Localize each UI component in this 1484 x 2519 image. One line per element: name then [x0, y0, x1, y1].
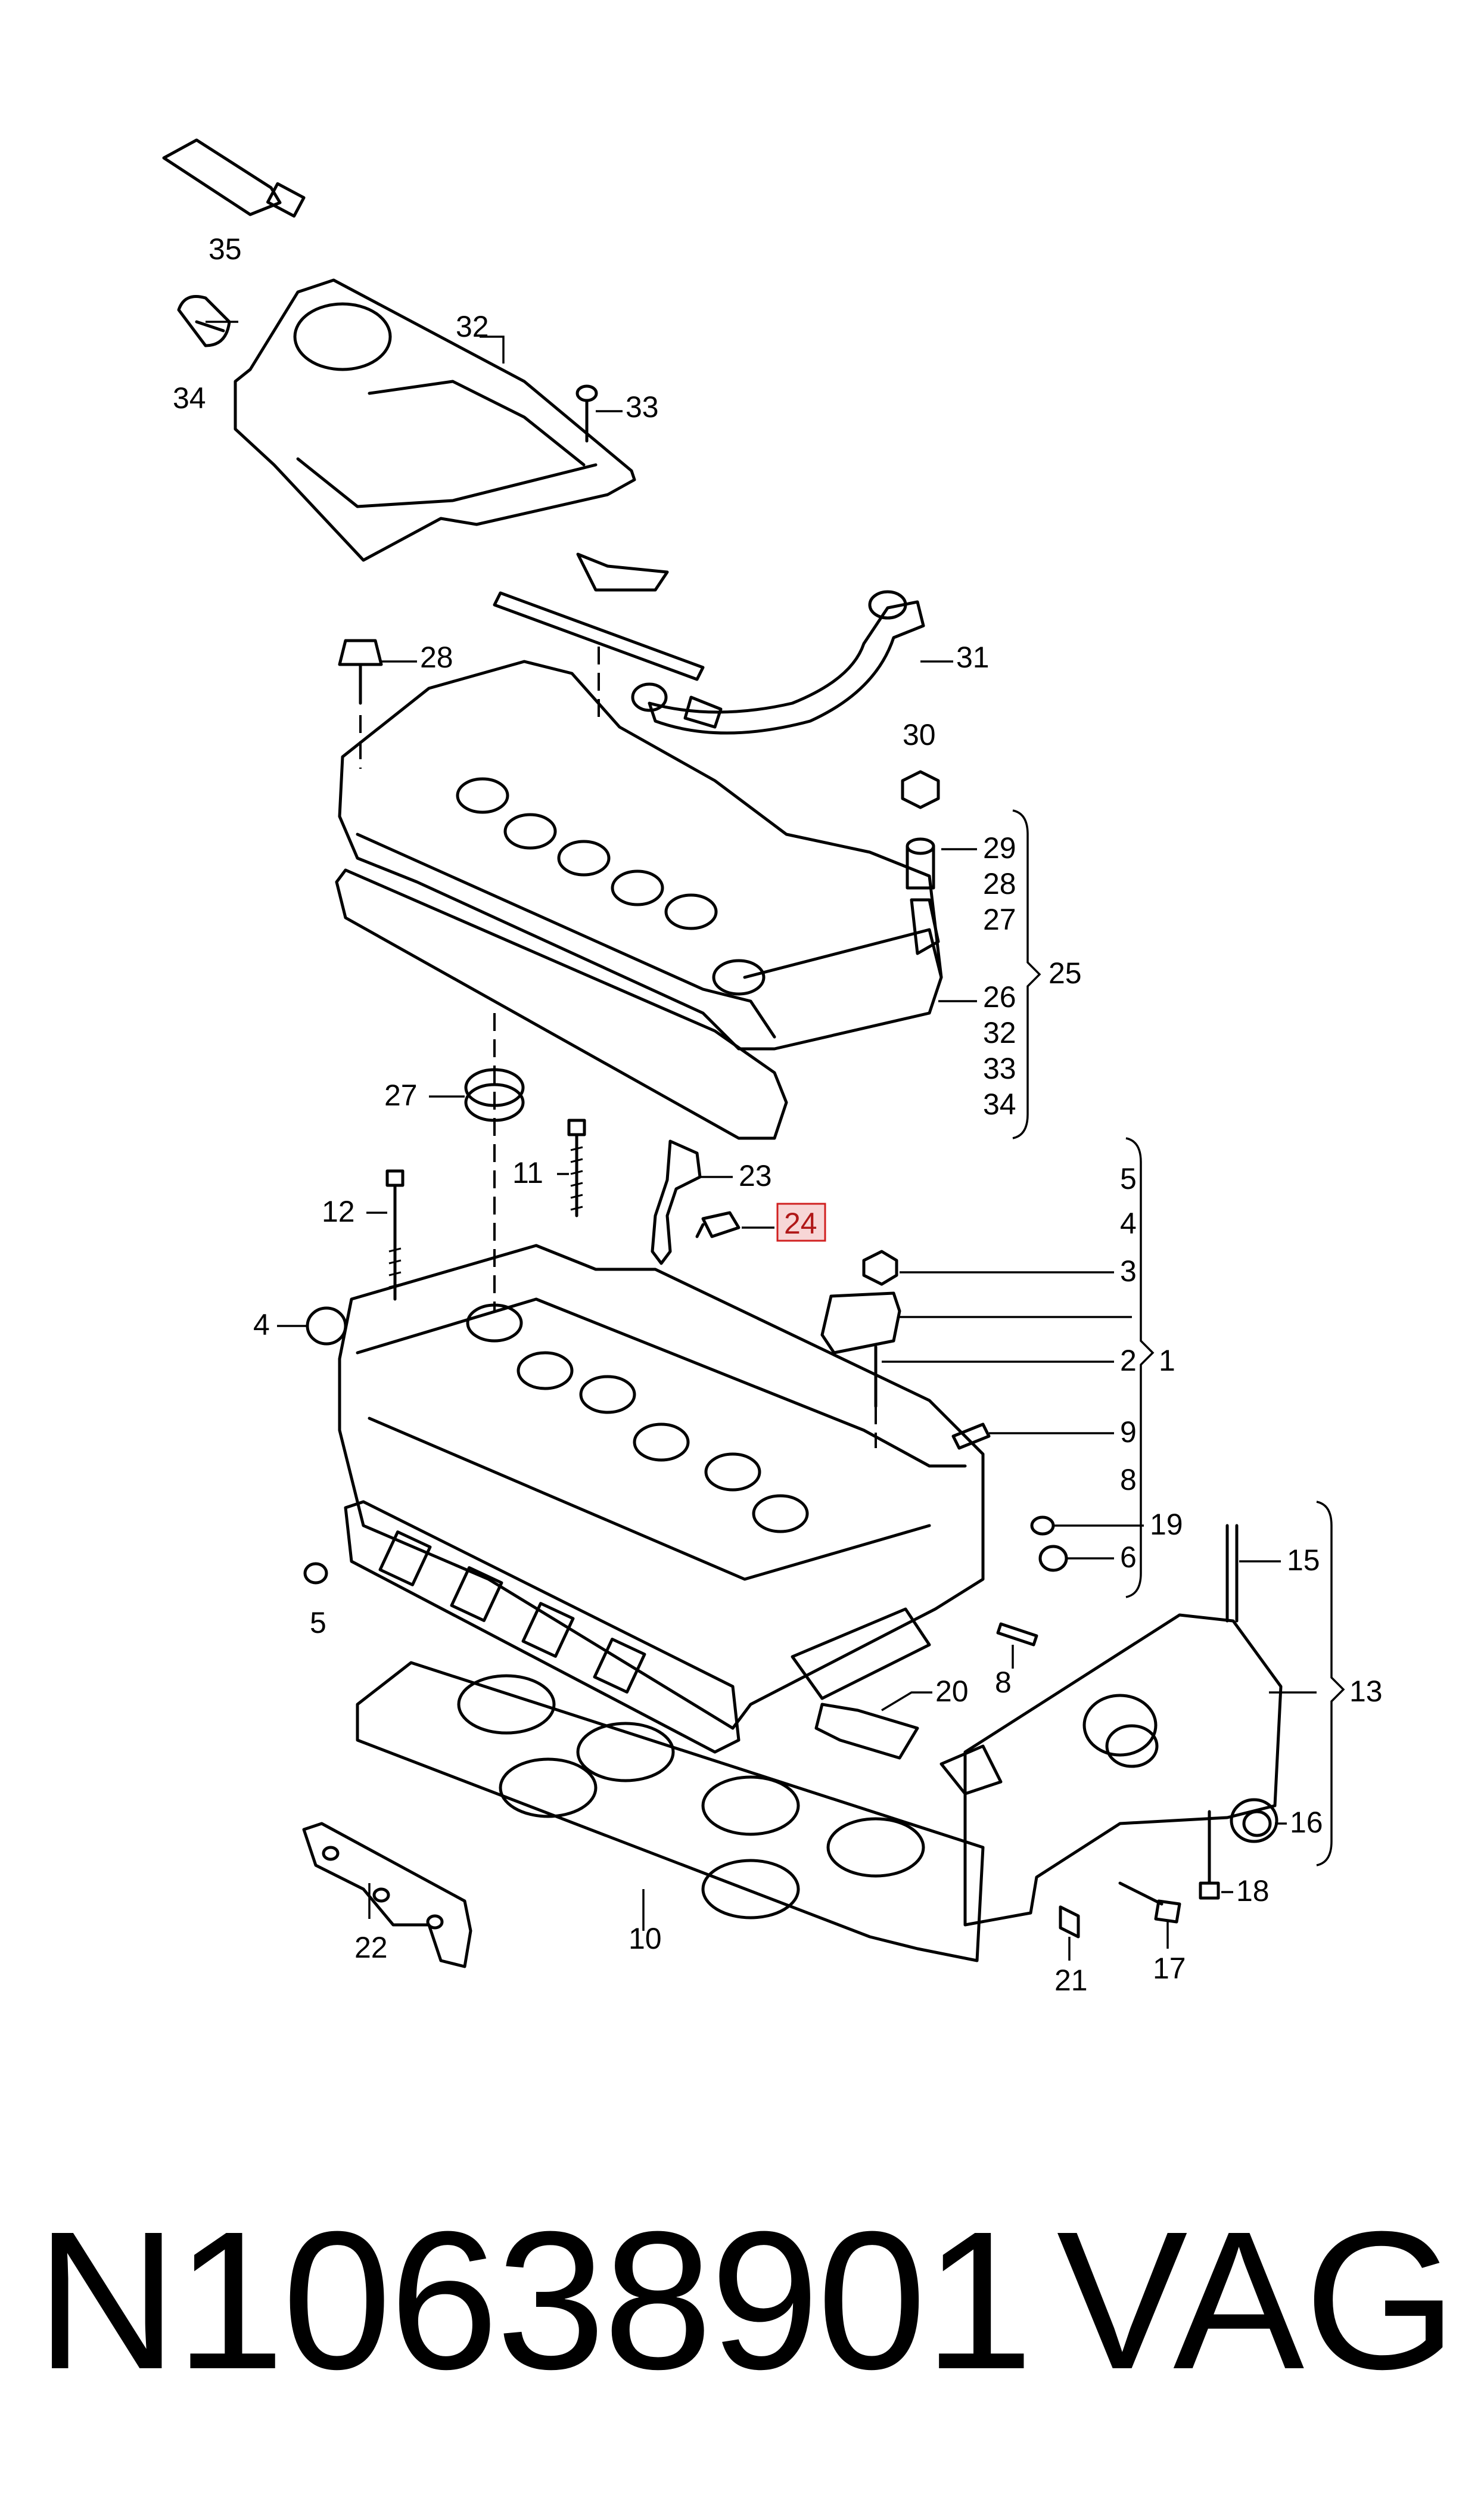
- callout-12: 12: [322, 1195, 355, 1228]
- callout-22: 22: [354, 1931, 388, 1964]
- head-gasket-10: [356, 1661, 985, 1962]
- part-number: N10638901: [36, 2190, 1034, 2410]
- callout-33: 33: [626, 390, 659, 424]
- callout-18: 18: [1236, 1874, 1270, 1908]
- brand-name: VAG: [1056, 2190, 1457, 2410]
- engine-cover-32: [234, 278, 669, 592]
- exploded-parts-diagram: 35 32 34 33 31 28 30 29 28 27 26 32 33 3…: [162, 138, 1383, 1997]
- breather-hose-31: [493, 590, 925, 735]
- bolt-24: [695, 1211, 741, 1238]
- callout-31: 31: [956, 641, 990, 674]
- bolt-18: [1199, 1810, 1220, 1900]
- callout-29: 29: [983, 831, 1016, 865]
- intake-ports: [344, 1500, 741, 1754]
- seal-19: [1030, 1515, 1055, 1536]
- callout-19: 19: [1150, 1508, 1183, 1541]
- callout-15: 15: [1287, 1543, 1320, 1577]
- bolt-21: [1059, 1905, 1080, 1939]
- bracket-22: [302, 1822, 472, 1968]
- bolt-28: [338, 639, 383, 705]
- footer: N10638901 VAG: [0, 2181, 1484, 2431]
- brace-group-1: [1125, 1137, 1155, 1598]
- plug-4: [306, 1306, 347, 1346]
- callout-24-highlight: [776, 1203, 826, 1242]
- callout-32: 32: [456, 310, 489, 343]
- callout-23: 23: [739, 1159, 772, 1192]
- callout-4: 4: [253, 1308, 270, 1341]
- callout-6: 6: [1120, 1540, 1137, 1574]
- callout-21: 21: [1054, 1964, 1088, 1997]
- cylinder-head-1: [338, 1244, 985, 1730]
- plug-6: [1038, 1545, 1068, 1572]
- callout-27-list: 27: [983, 903, 1016, 936]
- callout-26: 26: [983, 980, 1016, 1014]
- callout-35: 35: [209, 232, 242, 266]
- callout-25: 25: [1049, 956, 1082, 990]
- callout-1: 1: [1159, 1344, 1175, 1377]
- callout-28-list: 28: [983, 867, 1016, 900]
- timing-housing-13: [939, 1613, 1283, 1927]
- callout-5: 5: [310, 1606, 326, 1639]
- callout-20: 20: [935, 1675, 969, 1708]
- callout-5-list: 5: [1120, 1162, 1137, 1195]
- brace-group-13: [1316, 1501, 1345, 1866]
- callout-4-list: 4: [1120, 1207, 1137, 1240]
- callout-28: 28: [420, 641, 453, 674]
- clamp-assembly: [820, 1250, 901, 1408]
- callout-30: 30: [903, 718, 936, 751]
- stud-15: [1225, 1524, 1239, 1623]
- pin-8: [996, 1622, 1038, 1647]
- leader-lines: [206, 321, 1317, 1961]
- callout-34: 34: [173, 381, 206, 415]
- callout-9: 9: [1120, 1415, 1137, 1449]
- bracket-23: [651, 1139, 702, 1265]
- brace-group-25: [1012, 809, 1041, 1139]
- callout-11: 11: [512, 1156, 543, 1189]
- gasket-20: [814, 1703, 919, 1760]
- callout-8: 8: [995, 1666, 1012, 1699]
- callout-16: 16: [1290, 1806, 1323, 1839]
- callout-3: 3: [1120, 1254, 1137, 1288]
- callout-17: 17: [1153, 1952, 1186, 1985]
- sleeve-stud-set: [901, 770, 940, 955]
- callout-24: 24: [784, 1207, 817, 1240]
- callout-8-list: 8: [1120, 1463, 1137, 1496]
- callout-32-list: 32: [983, 1016, 1016, 1049]
- callout-33-list: 33: [983, 1052, 1016, 1085]
- callout-27: 27: [384, 1079, 418, 1112]
- valve-cover-26: [335, 660, 943, 1140]
- head-bolt-12: [385, 1169, 405, 1301]
- callout-34-list: 34: [983, 1088, 1016, 1121]
- callout-2: 2: [1120, 1344, 1137, 1377]
- stud-9: [951, 1422, 991, 1450]
- screw-33: [575, 384, 598, 443]
- seal-16: [1230, 1798, 1278, 1843]
- plug-5: [303, 1562, 328, 1585]
- callout-labels: 35 32 34 33 31 28 30 29 28 27 26 32 33 3…: [173, 232, 1383, 1997]
- callout-13: 13: [1349, 1675, 1383, 1708]
- callout-10: 10: [629, 1922, 662, 1955]
- bolt-17: [1118, 1881, 1181, 1924]
- sealant-tube-35: [162, 138, 306, 218]
- head-bolt-11: [567, 1119, 586, 1217]
